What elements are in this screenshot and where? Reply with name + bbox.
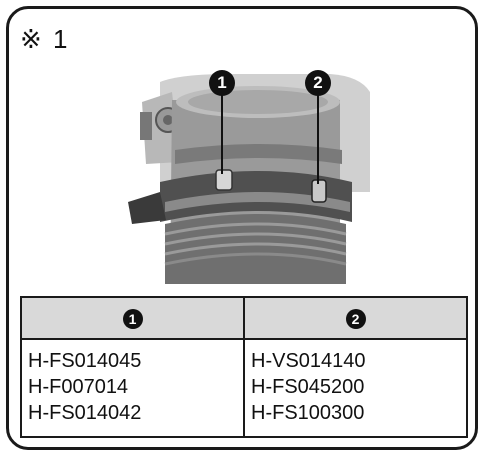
- model-code: H-FS014042: [28, 402, 142, 424]
- model-table: 1 2 H-FS014045 H-F007014 H-FS014042 H-VS…: [20, 296, 468, 438]
- callout-2: 2: [305, 70, 331, 96]
- model-code: H-FS045200: [251, 376, 365, 398]
- note-frame: [6, 6, 478, 450]
- table-header-row: 1 2: [20, 296, 468, 340]
- header-1-badge: 1: [122, 308, 143, 329]
- model-code: H-F007014: [28, 376, 129, 398]
- model-code: H-FS100300: [251, 402, 365, 424]
- lens-photo: [128, 74, 370, 284]
- header-2-badge: 2: [345, 308, 366, 329]
- table-cell-col2: H-VS014140 H-FS045200 H-FS100300: [243, 338, 468, 438]
- table-header-2: 2: [243, 296, 468, 340]
- model-code: H-FS014045: [28, 350, 142, 372]
- callout-1-label: 1: [217, 73, 227, 92]
- callout-2-label: 2: [313, 73, 323, 92]
- note-mark: ※ 1: [20, 24, 70, 54]
- callout-1: 1: [209, 70, 235, 96]
- table-cell-col1: H-FS014045 H-F007014 H-FS014042: [20, 338, 245, 438]
- model-code: H-VS014140: [251, 350, 366, 372]
- table-row: H-FS014045 H-F007014 H-FS014042 H-VS0141…: [20, 338, 468, 438]
- table-header-1: 1: [20, 296, 245, 340]
